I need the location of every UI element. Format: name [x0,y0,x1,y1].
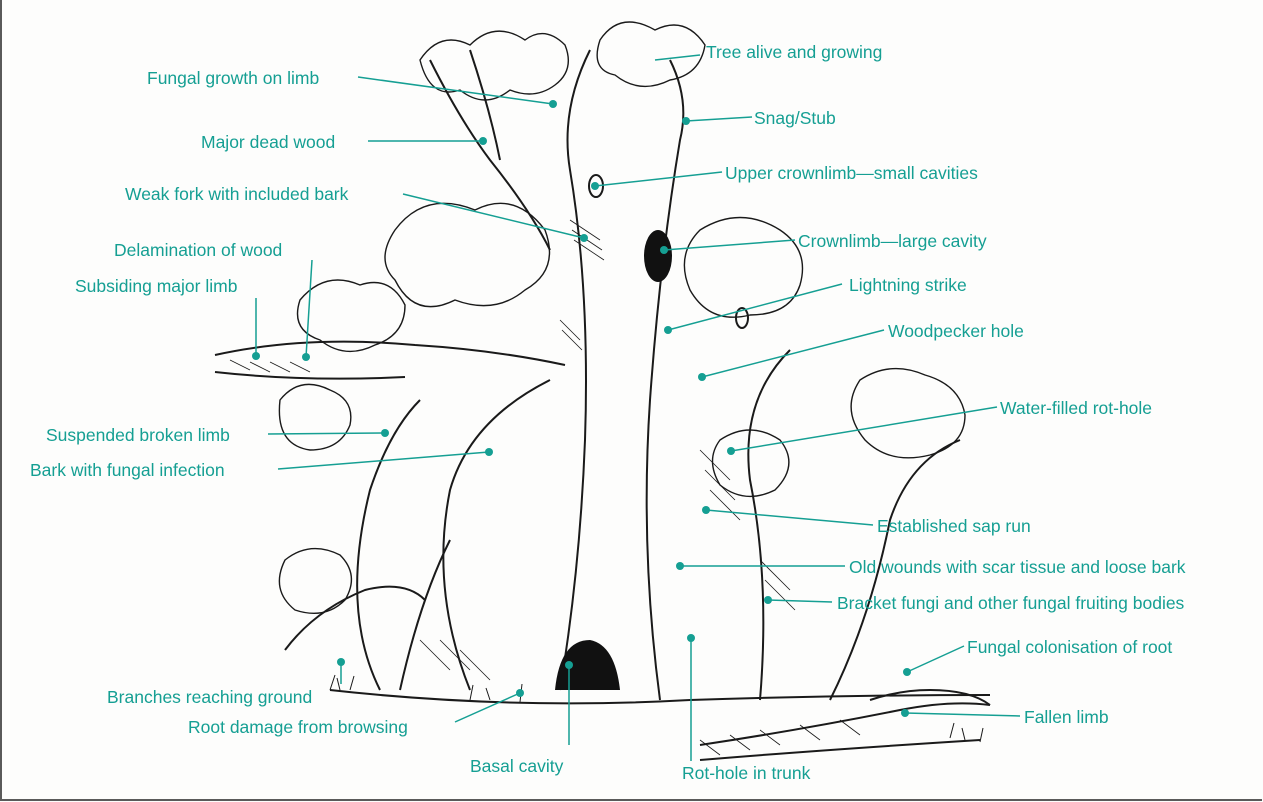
label-water-rot-hole: Water-filled rot-hole [1000,398,1152,418]
leader-dots [252,100,911,717]
hatching [230,220,860,755]
label-branches-ground: Branches reaching ground [107,687,312,707]
label-bark-fungal: Bark with fungal infection [30,460,225,480]
label-fallen-limb: Fallen limb [1024,707,1109,727]
basal-cavity-shape [555,640,620,690]
label-delamination: Delamination of wood [114,240,282,260]
label-tree-alive: Tree alive and growing [706,42,882,62]
label-basal-cavity: Basal cavity [470,756,563,776]
grass [330,675,983,742]
label-fungal-growth-limb: Fungal growth on limb [147,68,319,88]
label-upper-crownlimb: Upper crownlimb—small cavities [725,163,978,183]
large-cavity [644,230,672,282]
label-woodpecker: Woodpecker hole [888,321,1024,341]
label-sap-run: Established sap run [877,516,1031,536]
leader-lines [256,55,1020,761]
label-root-damage: Root damage from browsing [188,717,408,737]
label-weak-fork: Weak fork with included bark [125,184,348,204]
label-rot-hole-trunk: Rot-hole in trunk [682,763,810,783]
label-suspended-limb: Suspended broken limb [46,425,230,445]
label-subsiding-limb: Subsiding major limb [75,276,237,296]
label-old-wounds: Old wounds with scar tissue and loose ba… [849,557,1186,577]
label-lightning: Lightning strike [849,275,967,295]
label-major-dead-wood: Major dead wood [201,132,335,152]
label-crownlimb-large: Crownlimb—large cavity [798,231,987,251]
label-bracket-fungi: Bracket fungi and other fungal fruiting … [837,593,1184,613]
label-fungal-root: Fungal colonisation of root [967,637,1172,657]
label-snag-stub: Snag/Stub [754,108,836,128]
